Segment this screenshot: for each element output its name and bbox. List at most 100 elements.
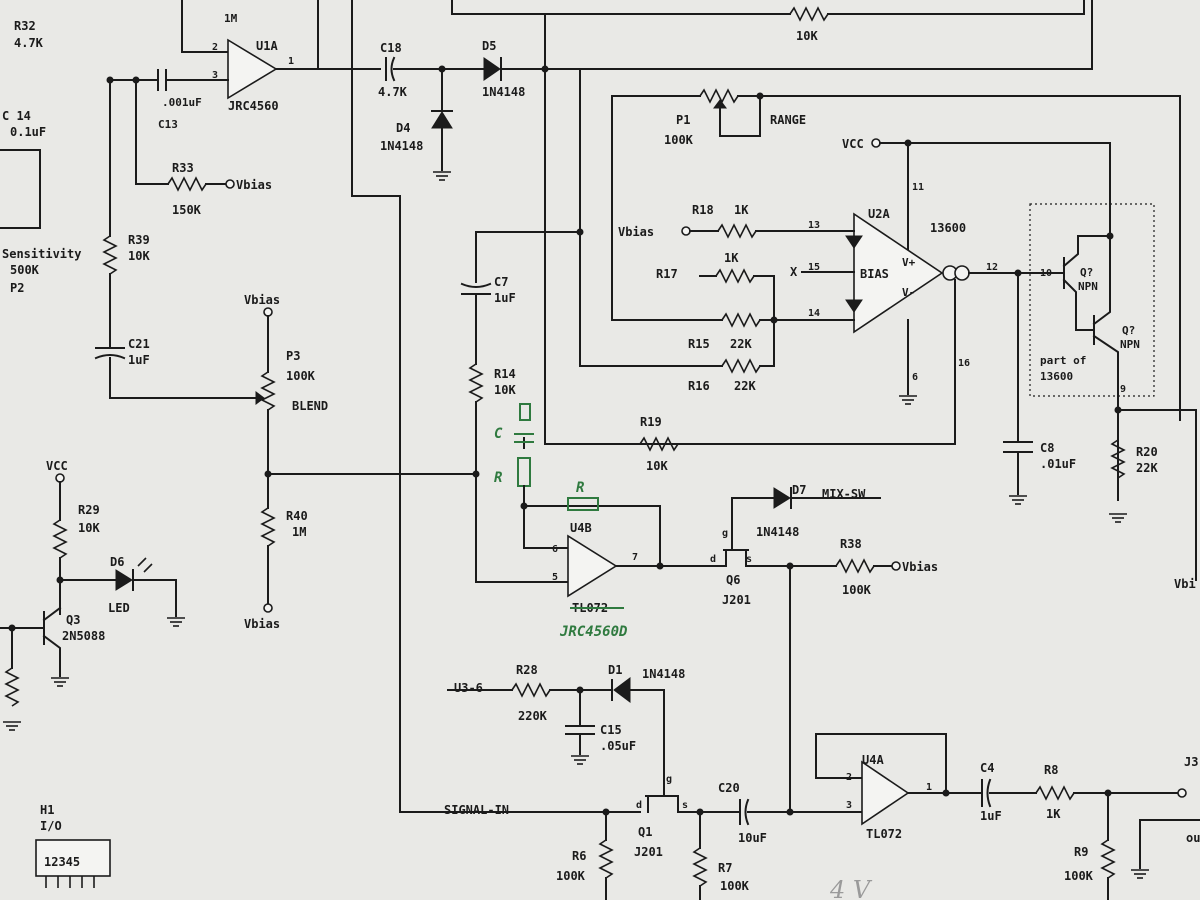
r9-resistor bbox=[1100, 839, 1116, 879]
r32-label: R32 4.7K bbox=[14, 19, 44, 50]
r16-resistor bbox=[721, 358, 761, 374]
r15-value: 22K bbox=[730, 337, 752, 351]
r17-wire-right bbox=[753, 275, 775, 367]
r33-resistor bbox=[167, 176, 207, 192]
c7-wire-top bbox=[475, 231, 581, 283]
r18-value: 1K bbox=[734, 203, 749, 217]
vcc-left-node bbox=[55, 473, 65, 483]
p1-wiper-wire bbox=[719, 95, 761, 137]
r16-value: 22K bbox=[734, 379, 756, 393]
q1-pin-d: d bbox=[636, 800, 642, 811]
vcc-top-wire bbox=[879, 142, 1111, 237]
svg-text:4.7K: 4.7K bbox=[14, 36, 44, 50]
c21-to-blend-wire bbox=[109, 357, 257, 399]
u3-6-label: U3-6 bbox=[454, 681, 483, 695]
u2a-bias-label: BIAS bbox=[860, 267, 889, 281]
r20-value: 22K bbox=[1136, 461, 1158, 475]
r14-value: 10K bbox=[494, 383, 516, 397]
c21-value: 1uF bbox=[128, 353, 150, 367]
r6-resistor bbox=[598, 839, 614, 879]
d7-diode bbox=[773, 487, 791, 509]
q6-ref: Q6 bbox=[726, 573, 740, 587]
q3-bias-resistor bbox=[4, 667, 20, 707]
r19-resistor bbox=[639, 436, 679, 452]
d5-ref: D5 bbox=[482, 39, 496, 53]
q3-value: 2N5088 bbox=[62, 629, 105, 643]
u2a-pin14: 14 bbox=[808, 308, 820, 319]
h1-label: I/O bbox=[40, 819, 62, 833]
r20-ground bbox=[1108, 513, 1128, 523]
u4a-part: TL072 bbox=[866, 827, 902, 841]
c18-value: 4.7K bbox=[378, 85, 408, 99]
q1-pin-g: g bbox=[666, 774, 672, 785]
c15-value: .05uF bbox=[600, 739, 636, 753]
u2a-pin13: 13 bbox=[808, 220, 820, 231]
j3-ref: J3 bbox=[1184, 755, 1198, 769]
p1-label: RANGE bbox=[770, 113, 806, 127]
u4a-pin3: 3 bbox=[846, 800, 852, 811]
r38-value: 100K bbox=[842, 583, 872, 597]
q-npn-a-ref: Q? bbox=[1080, 266, 1093, 279]
r38-vbias-node bbox=[891, 561, 901, 571]
r14-to-u4b-wire bbox=[475, 401, 569, 583]
r39-resistor bbox=[102, 235, 118, 275]
c18-ref: C18 bbox=[380, 41, 402, 55]
r39-value: 10K bbox=[128, 249, 150, 263]
q-npn-b-type: NPN bbox=[1120, 338, 1140, 351]
r28-resistor bbox=[511, 682, 551, 698]
u2a-vminus: V- bbox=[902, 286, 915, 299]
r8-resistor bbox=[1035, 785, 1075, 801]
d1-diode bbox=[613, 677, 631, 703]
c4-value: 1uF bbox=[980, 809, 1002, 823]
d6-light-rays bbox=[137, 557, 153, 573]
p3-wiper-arrow bbox=[255, 391, 265, 405]
r18-net: Vbias bbox=[618, 225, 654, 239]
r33-net: Vbias bbox=[236, 178, 272, 192]
r19-loop-wire bbox=[544, 13, 956, 445]
c21-ref: C21 bbox=[128, 337, 150, 351]
mod-r-label: R bbox=[494, 470, 502, 486]
r29-value: 10K bbox=[78, 521, 100, 535]
u4b-pin7: 7 bbox=[632, 552, 638, 563]
npn-part-ic: 13600 bbox=[1040, 370, 1073, 383]
u4a-fb-wire bbox=[815, 733, 947, 793]
c15-ref: C15 bbox=[600, 723, 622, 737]
r7-value: 100K bbox=[720, 879, 750, 893]
p1-ref: P1 bbox=[676, 113, 690, 127]
q3-collector bbox=[42, 606, 62, 622]
mix-sw-label: MIX-SW bbox=[822, 487, 866, 501]
q6-pin-s: s bbox=[746, 554, 752, 565]
mod-cap-label: C bbox=[494, 426, 503, 442]
u1a-ref: U1A bbox=[256, 39, 278, 53]
p3-net-bottom: Vbias bbox=[244, 617, 280, 631]
r29-ref: R29 bbox=[78, 503, 100, 517]
p1-right-wire bbox=[759, 95, 1181, 421]
q1-value: J201 bbox=[634, 845, 663, 859]
j3-node bbox=[1177, 788, 1187, 798]
r18-ref: R18 bbox=[692, 203, 714, 217]
r38-resistor bbox=[835, 558, 875, 574]
c18-plate-b bbox=[390, 56, 396, 82]
h1-pin-legs bbox=[45, 876, 95, 888]
r6-ref: R6 bbox=[572, 849, 586, 863]
c4-ref: C4 bbox=[980, 761, 994, 775]
mod-r-horizontal bbox=[567, 497, 599, 511]
u1a-feedback-label: 1M bbox=[224, 12, 238, 25]
r38-net: Vbias bbox=[902, 560, 938, 574]
p3-ref: P3 bbox=[286, 349, 300, 363]
u2a-diode-top bbox=[845, 235, 863, 249]
r20-right-wire bbox=[1117, 409, 1197, 581]
q6-value: J201 bbox=[722, 593, 751, 607]
r14-resistor bbox=[468, 363, 484, 403]
c14-label: C 14 0.1uF bbox=[2, 109, 46, 139]
d1-value: 1N4148 bbox=[642, 667, 685, 681]
r18-vbias-node bbox=[681, 226, 691, 236]
c8-value: .01uF bbox=[1040, 457, 1076, 471]
q-npn-a-type: NPN bbox=[1078, 280, 1098, 293]
q-npn-b-collector bbox=[1092, 235, 1111, 326]
u4b-fb-wire bbox=[523, 505, 661, 569]
d4-value: 1N4148 bbox=[380, 139, 423, 153]
q3-ref: Q3 bbox=[66, 613, 80, 627]
junction-c20 bbox=[786, 808, 794, 816]
